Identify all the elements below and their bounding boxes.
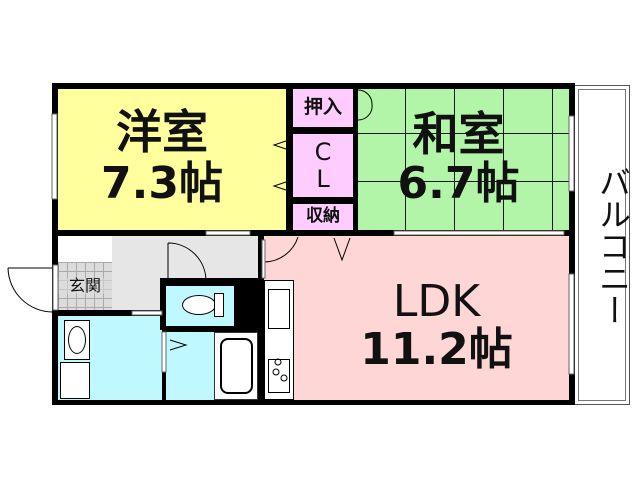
genkan: 玄関 (58, 262, 112, 310)
storage-label: 収納 (306, 206, 340, 226)
balcony-label: バルコニー (594, 166, 632, 326)
closet-cl: C L (293, 134, 353, 197)
ldk: LDK 11.2帖 (264, 236, 569, 400)
genkan-label: 玄関 (58, 278, 112, 294)
toilet (166, 286, 234, 326)
japanese-room-name: 和室 (412, 107, 505, 161)
storage: 収納 (293, 204, 353, 230)
hallway-lower (112, 262, 162, 310)
ldk-size: 11.2帖 (360, 324, 513, 375)
closet-l: L (316, 165, 330, 193)
washbasin (64, 320, 90, 360)
ldk-name: LDK (392, 276, 481, 327)
hallway-front (58, 236, 112, 262)
japanese-room: 和室 6.7帖 (358, 89, 569, 230)
bathroom (214, 332, 258, 400)
sink-icon (268, 289, 290, 329)
washing-machine-space (60, 362, 90, 399)
bathtub-icon (220, 338, 253, 394)
kitchen-counter (264, 280, 294, 400)
entrance-door-icon (7, 267, 54, 313)
japanese-room-size: 6.7帖 (397, 158, 520, 209)
oshiire: 押入 (293, 89, 353, 127)
balcony: バルコニー (574, 85, 632, 405)
closet-c: C (314, 138, 332, 166)
dressing-area (166, 332, 214, 400)
western-room-name: 洋室 (116, 105, 208, 159)
toilet-tank-icon (214, 293, 224, 317)
western-room-size: 7.3帖 (101, 158, 223, 209)
western-room: 洋室 7.3帖 (58, 89, 286, 230)
oshiire-label: 押入 (303, 96, 342, 118)
